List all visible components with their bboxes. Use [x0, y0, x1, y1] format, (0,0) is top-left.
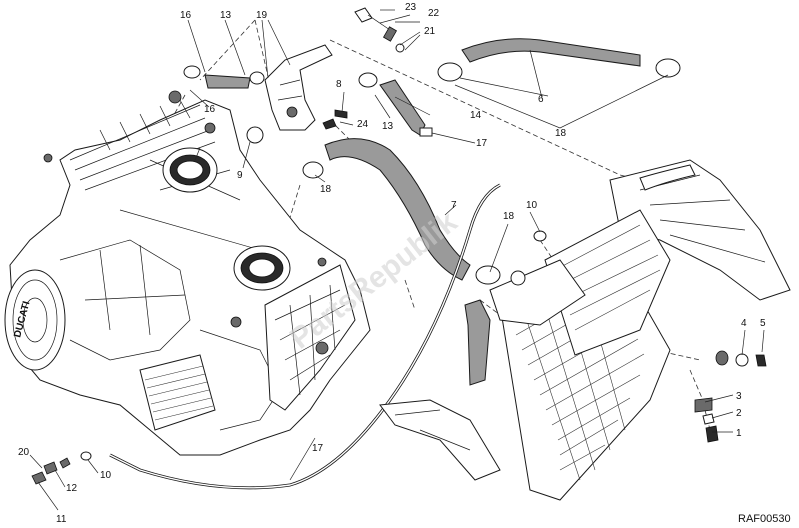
radiator-inlet-hose [464, 299, 491, 386]
callout-10-radiator: 10 [526, 200, 538, 211]
hose-7 [324, 138, 471, 281]
seal-rings [246, 21, 420, 144]
hose-6 [461, 38, 641, 67]
reference-code: RAF00530 [738, 513, 791, 525]
hose-15 [204, 74, 251, 89]
callout-5: 5 [760, 318, 766, 329]
callout-22: 23 [405, 2, 417, 13]
callout-17-visible: 17 [312, 443, 324, 454]
callout-13-right: 13 [382, 121, 394, 132]
callout-10-bottom: 10 [100, 470, 112, 481]
callout-4: 4 [741, 318, 747, 329]
callout-15: 16 [180, 10, 192, 21]
callout-6: 6 [538, 94, 544, 105]
callout-18-top: 18 [555, 128, 567, 139]
radiator-assembly [379, 159, 791, 501]
hose-clamps [80, 58, 681, 461]
callout-19: 19 [256, 10, 268, 21]
callout-12: 12 [66, 483, 78, 494]
callout-16-left: 16 [204, 104, 216, 115]
coolant-hoses [109, 38, 641, 490]
callout-7: 7 [451, 200, 457, 211]
callout-23: 20 [18, 447, 30, 458]
callout-14: 14 [470, 110, 482, 121]
small-bolts [31, 109, 348, 485]
callout-1: 1 [736, 428, 742, 439]
callout-11: 11 [56, 514, 67, 525]
temperature-sensor [354, 7, 398, 42]
leader-lines [29, 9, 765, 511]
callout-18-radiator: 18 [503, 211, 515, 222]
callout-16-right: 17 [476, 138, 488, 149]
thermostat-housing [264, 44, 333, 131]
callout-21: 22 [428, 8, 440, 19]
callout-8: 8 [336, 79, 342, 90]
callout-labels: 16 13 19 23 22 21 6 18 8 24 13 14 17 16 … [18, 2, 766, 525]
callout-20: 21 [424, 26, 436, 37]
radiator-mount-hardware [694, 350, 767, 443]
callout-18-mid: 18 [320, 184, 332, 195]
callout-2: 2 [736, 408, 742, 419]
callout-9: 9 [237, 170, 243, 181]
callout-24: 24 [357, 119, 369, 130]
callout-13: 13 [220, 10, 232, 21]
front-cover [264, 264, 356, 411]
oil-cooler [139, 354, 216, 431]
callout-3: 3 [736, 391, 742, 402]
